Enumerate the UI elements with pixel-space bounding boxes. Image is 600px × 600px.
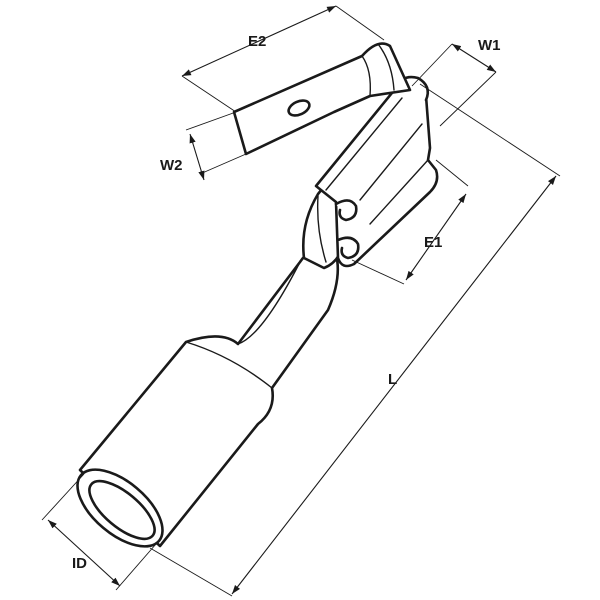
flag-hole bbox=[287, 99, 311, 117]
label-e2: E2 bbox=[248, 33, 266, 50]
flag-tab-edge bbox=[233, 111, 247, 155]
label-l: L bbox=[388, 371, 397, 388]
label-e1: E1 bbox=[424, 234, 442, 251]
dimension-id bbox=[41, 473, 157, 591]
dimension-w1 bbox=[411, 43, 497, 127]
dimension-w2 bbox=[185, 111, 247, 181]
flag-tab-fold bbox=[361, 55, 372, 97]
terminal-body bbox=[76, 42, 439, 548]
dimension-l bbox=[149, 83, 561, 597]
flag-tab bbox=[232, 42, 412, 156]
receptacle-edge-1 bbox=[325, 97, 403, 191]
label-w1: W1 bbox=[478, 37, 501, 54]
label-id: ID bbox=[72, 555, 87, 572]
flag-tab-fold-2 bbox=[377, 43, 395, 91]
dimension-lines bbox=[41, 5, 561, 597]
dimension-e2 bbox=[181, 5, 385, 113]
label-w2: W2 bbox=[160, 157, 183, 174]
dimension-labels: E2 W1 W2 E1 L ID bbox=[72, 33, 501, 572]
